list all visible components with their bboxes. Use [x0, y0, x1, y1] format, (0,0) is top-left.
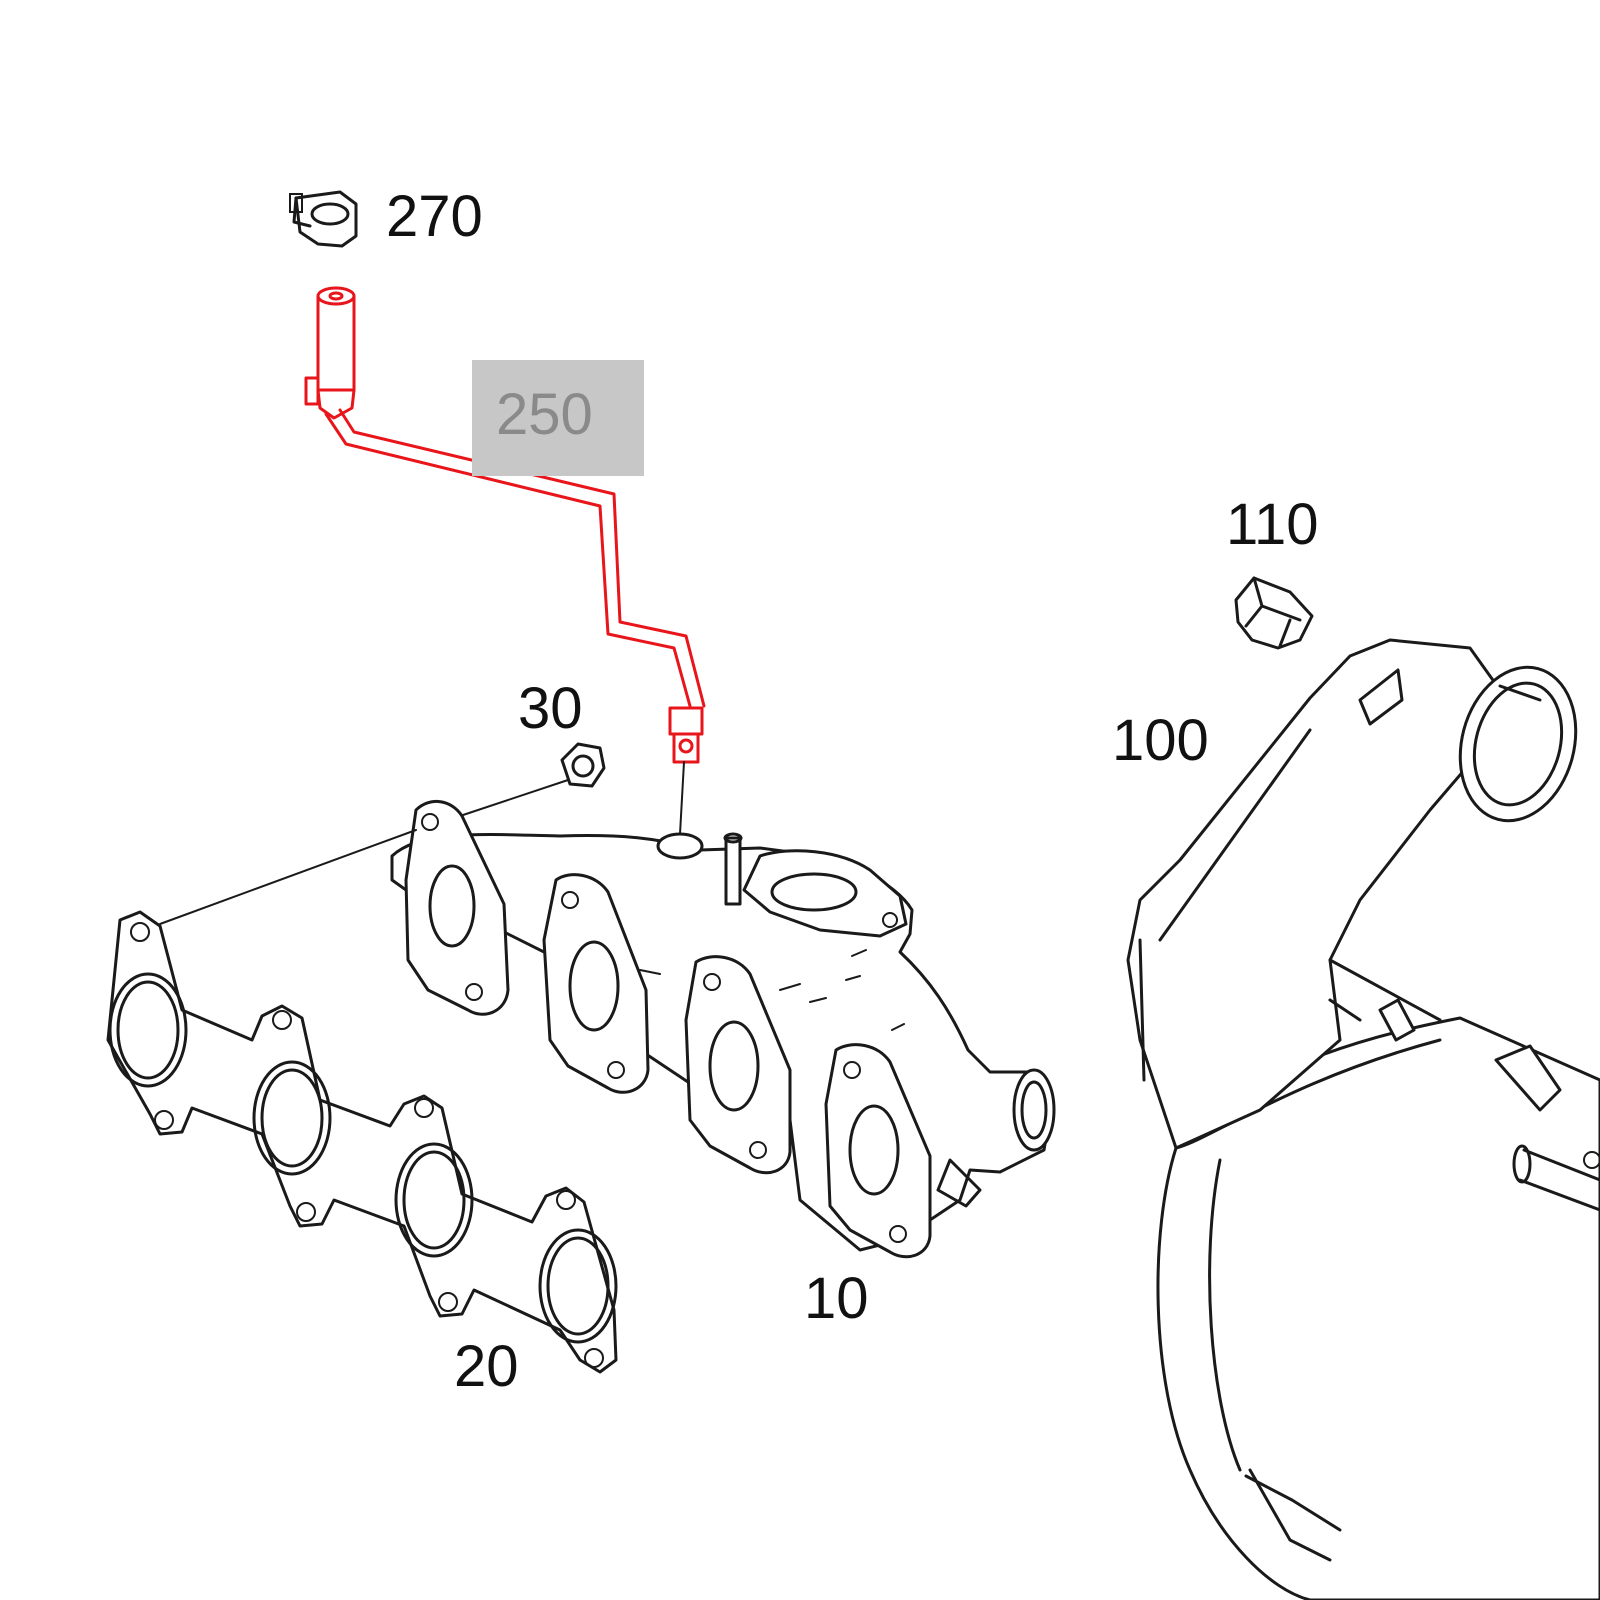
callout-30-label: 30	[518, 676, 583, 741]
callout-270-label: 270	[386, 184, 483, 249]
callout-250: 250	[472, 360, 644, 476]
callout-250-highlight-box	[472, 360, 644, 476]
part-110-plug[interactable]	[1234, 576, 1314, 650]
callout-100-label: 100	[1112, 708, 1209, 773]
part-20-gasket[interactable]	[106, 829, 618, 1374]
callout-20-label: 20	[454, 1334, 519, 1399]
callout-100: 100	[1112, 708, 1209, 773]
part-250-oil-line[interactable]	[304, 286, 706, 764]
callout-110: 110	[1226, 492, 1318, 557]
callout-30: 30	[518, 676, 583, 741]
part-100-converter[interactable]	[1126, 638, 1600, 1600]
callout-110-label: 110	[1226, 492, 1318, 557]
callout-10: 10	[804, 1266, 869, 1331]
callout-270: 270	[386, 184, 483, 249]
callout-20: 20	[454, 1334, 519, 1399]
part-10-exhaust-manifold[interactable]	[390, 761, 1056, 1259]
callout-10-label: 10	[804, 1266, 869, 1331]
callout-250-label: 250	[496, 382, 593, 447]
part-270-clamp[interactable]	[289, 190, 358, 248]
part-30-nut[interactable]	[459, 742, 606, 817]
